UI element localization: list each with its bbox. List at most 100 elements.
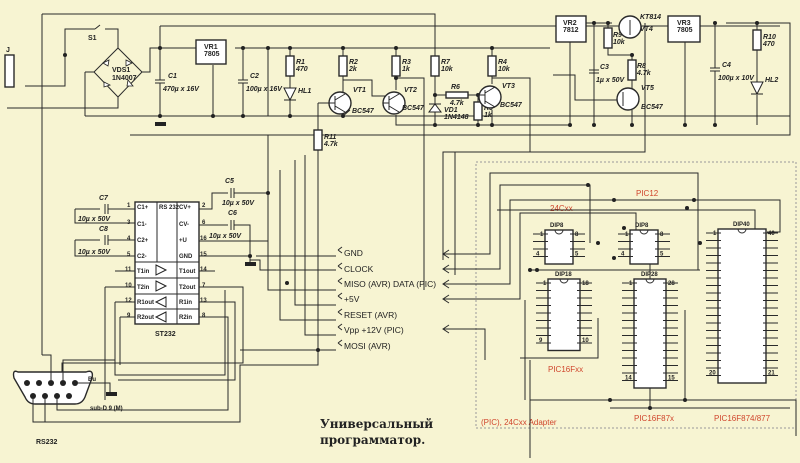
ic-pin-name: R1out [137,300,154,306]
ic-pin-name: R2in [179,315,192,321]
c5-label: C5 [225,178,234,185]
socket-name: DIP8 [635,223,649,229]
signal-5v: +5V [344,294,360,304]
r8-ref: R8 [637,63,646,70]
socket-pin-first: 1 [629,281,633,287]
vt4-ref: VT4 [640,26,653,33]
r8-resistor [627,59,637,81]
socket-pin-mid-right: 5 [575,252,579,258]
hl2-ref: HL2 [765,77,778,84]
group-pic16f87x: PIC16F87x [634,414,674,423]
socket-pin-last: 28 [668,281,675,287]
c1-value: 470µ x 16V [162,86,200,93]
ic-pin-number: 9 [127,313,131,319]
ground-icon [106,392,117,396]
group-pic16f874: PIC16F874/877 [714,414,771,423]
r9-resistor [603,27,613,49]
ic-ref: ST232 [155,331,176,338]
ic-pin-number: 10 [125,283,132,289]
ic-pin-name: R1in [179,300,192,306]
c6-value: 10µ x 50V [209,233,242,240]
socket-body [629,229,659,265]
switch-label: S1 [88,35,97,42]
ic-pin-number: 12 [125,298,132,304]
ground-icon [245,262,256,266]
vt5-transistor [616,87,640,111]
socket-pin-first: 1 [713,231,717,237]
r2-ref: R2 [349,59,358,66]
vt2-part: BC547 [402,105,425,112]
ic-pin-name: C2- [137,254,147,260]
vr3-ref: VR3 [677,20,691,27]
socket-name: DIP8 [550,223,564,229]
socket-pin-last: 8 [575,232,579,238]
c4-label: C4 [722,62,731,69]
ic-left-pin-names: C1+ C1- C2+ C2- T1in T2in R1out R2out [137,205,154,321]
r5-value: 1k [484,112,493,119]
c5-value: 10µ x 50V [222,200,255,207]
c4-value: 100µ x 10V [718,75,755,82]
ic-pin-number: 8 [202,313,206,319]
c1-label: C1 [168,73,177,80]
r11-ref: R11 [324,134,336,141]
r4-ref: R4 [498,59,507,66]
ic-pin-name: T2in [137,285,150,291]
db9-ref: Bu [88,377,96,383]
ic-pin-name: GND [179,254,193,260]
r1-ref: R1 [296,59,305,66]
ic-pin-number: 1 [127,203,131,209]
ic-pin-number: 11 [125,267,132,273]
ground-icon [155,122,166,126]
socket-pin-mid-left: 4 [536,252,540,258]
c7-label: C7 [99,195,109,202]
r7-resistor [430,55,440,77]
vr1-regulator [195,39,227,65]
group-24cxx: 24Cxx [550,204,573,213]
socket-notch [645,278,655,284]
signal-gnd: GND [344,248,363,258]
c3-value: 1µ x 50V [596,77,625,84]
ic-pin-name: C1+ [137,205,149,211]
signal-miso-data: MISO (AVR) DATA (PIC) [344,279,436,289]
adapter-frame [475,161,797,429]
socket-pin-first: 1 [543,281,547,287]
r2-value: 2k [348,66,358,73]
r4-resistor [487,55,497,77]
ic-pin-number: 16 [200,236,207,242]
socket-pin-mid-right: 21 [768,371,775,377]
vt3-ref: VT3 [502,83,515,90]
signal-clock: CLOCK [344,264,374,274]
socket-notch [639,229,649,235]
ic-pin-number: 4 [127,236,131,242]
socket-pin-mid-left: 14 [625,376,632,382]
r11-value: 4.7k [323,141,339,148]
signal-labels: GND CLOCK MISO (AVR) DATA (PIC) +5V RESE… [344,248,436,351]
title-line-1: Универсальный [320,417,433,431]
r2-resistor [338,55,348,77]
ic-pin-number: 15 [200,252,207,258]
signal-vpp: Vpp +12V (PIC) [344,325,404,335]
r1-resistor [285,55,295,77]
socket-body [717,228,767,384]
socket-body [547,278,581,352]
vt3-transistor [478,85,502,109]
socket-pin-first: 1 [540,232,544,238]
ic-right-pin-names: CV+ CV- +U GND T1out T2out R1in R2in [179,205,195,321]
r10-ref: R10 [763,34,776,41]
socket-pin-mid-right: 5 [660,252,664,258]
ic-pin-name: T1in [137,269,150,275]
group-pic12: PIC12 [636,189,659,198]
vr3-regulator [667,15,701,43]
bridge-rectifier [102,59,134,88]
c8-label: C8 [99,226,108,233]
bridge-ref: VDS1 [112,67,130,74]
signal-mosi: MOSI (AVR) [344,341,391,351]
c7-value: 10µ x 50V [78,216,111,223]
r6-value: 4.7k [449,100,465,107]
r3-resistor [391,55,401,77]
ic-pin-name: +U [179,238,187,244]
r6-ref: R6 [451,84,460,91]
vr3-part: 7805 [677,27,693,34]
ic-pin-number: 14 [200,267,207,273]
